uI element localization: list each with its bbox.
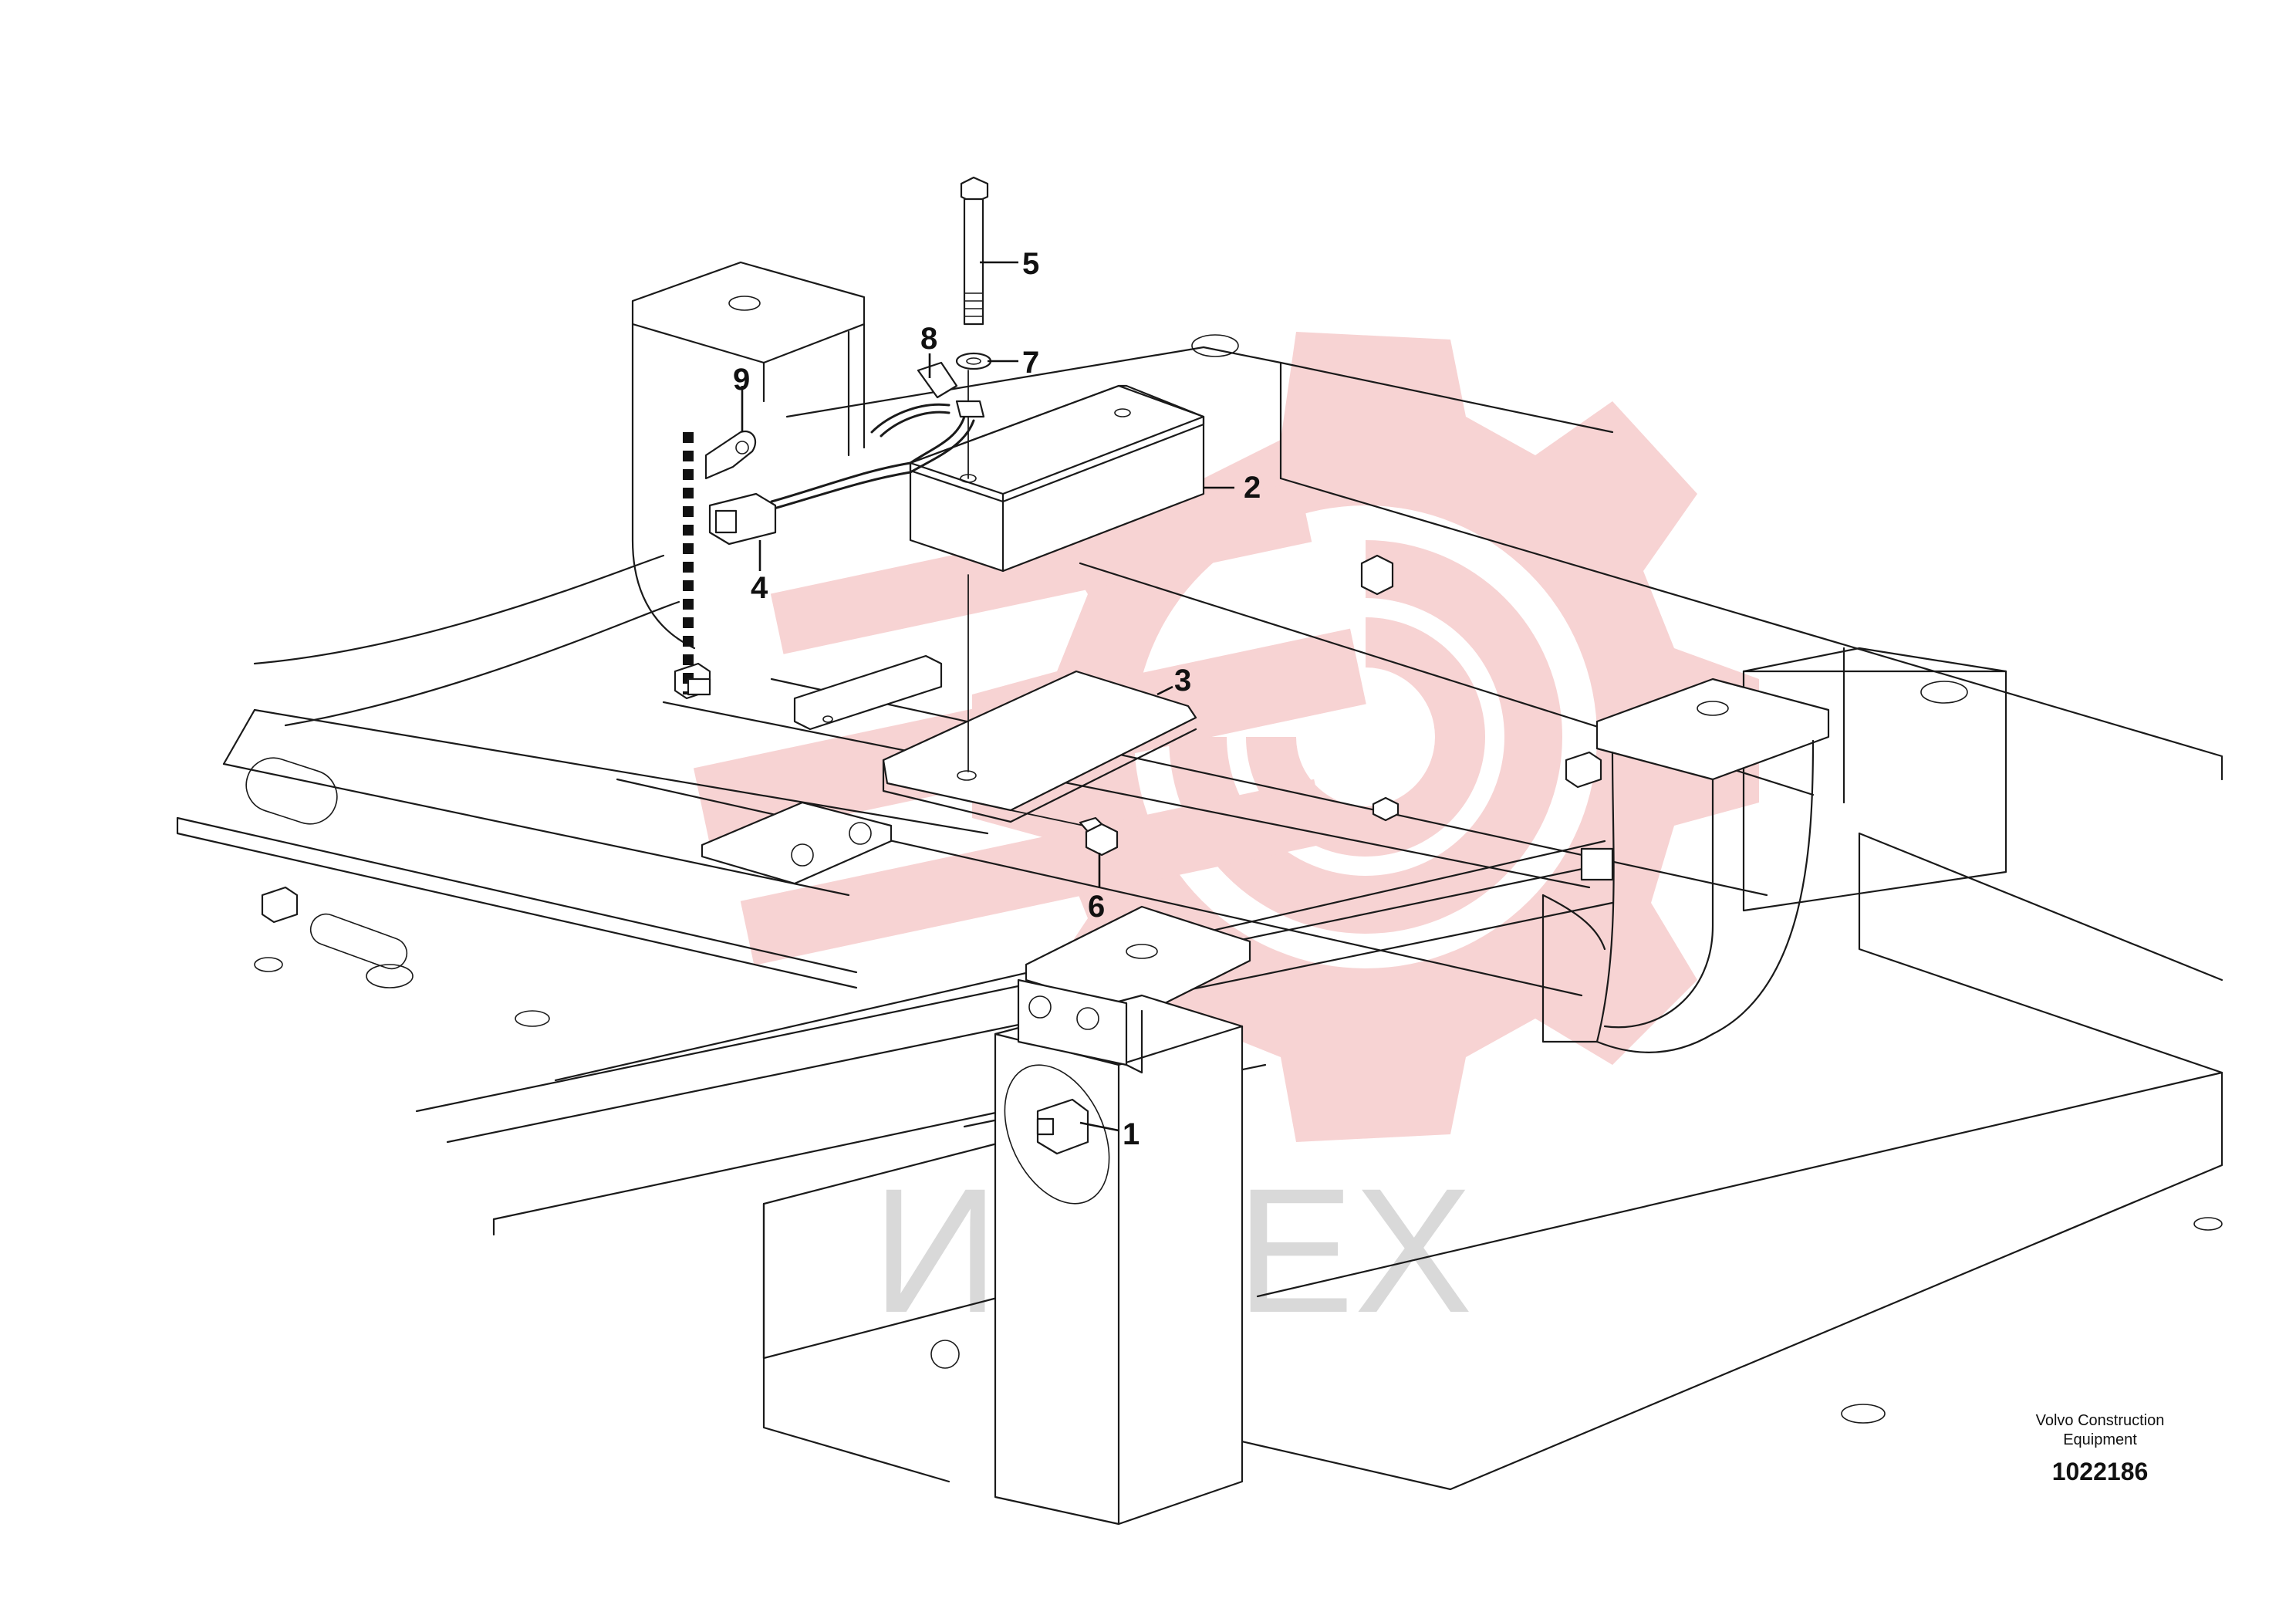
label-part-9: 9	[733, 363, 750, 397]
label-part-7: 7	[1022, 346, 1039, 380]
label-part-8: 8	[920, 322, 937, 356]
leader-lines	[741, 261, 1234, 1132]
label-part-6: 6	[1088, 890, 1105, 924]
front-post-with-sensor	[930, 905, 1251, 1526]
control-box	[909, 384, 1205, 573]
washer	[955, 352, 992, 370]
cable-tie	[683, 432, 711, 696]
connector	[708, 492, 777, 546]
drawing-caption: Volvo Construction Equipment 1022186	[2036, 1412, 2165, 1485]
caption-company-line1: Volvo Construction	[2036, 1412, 2165, 1429]
bracket	[882, 670, 1197, 823]
caption-company-line2: Equipment	[2063, 1431, 2137, 1448]
flange-bolt	[1079, 816, 1119, 857]
frame-structure	[176, 334, 2223, 1491]
clip	[704, 430, 757, 480]
label-part-2: 2	[1244, 471, 1261, 505]
label-part-4: 4	[751, 571, 768, 605]
rear-right-post	[1541, 678, 1830, 1054]
label-part-1: 1	[1123, 1117, 1140, 1151]
drawing-number: 1022186	[2052, 1458, 2149, 1485]
part-labels: 1 2 3 4 5 6 7 8 9	[733, 247, 1261, 1151]
wire-harness	[770, 361, 985, 511]
mount-plates	[674, 554, 1602, 885]
label-part-5: 5	[1022, 247, 1039, 281]
long-bolt	[960, 176, 989, 326]
label-part-3: 3	[1174, 664, 1191, 698]
